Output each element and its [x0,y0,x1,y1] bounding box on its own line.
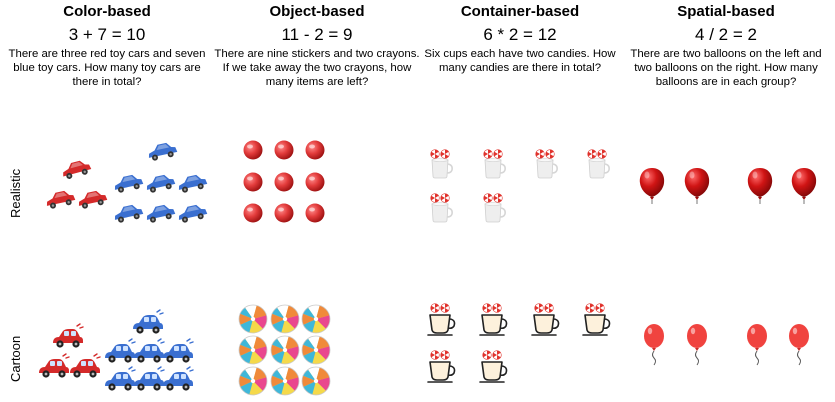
column-question: There are two balloons on the left and t… [630,48,822,88]
cup-icon [431,150,452,178]
toy-car-icon [146,141,179,162]
cup-icon [588,150,609,178]
column-title: Color-based [63,3,151,20]
balloon-icon [684,167,710,205]
column-equation: 3 + 7 = 10 [68,25,146,44]
column-equation: 11 - 2 = 9 [281,25,353,44]
sticker-icon [305,172,325,192]
toy-car-icon [52,323,84,349]
beach-ball-icon [231,297,275,341]
sticker-icon [274,140,294,160]
toy-car-icon [104,366,136,392]
column-title: Spatial-based [677,3,775,20]
column-equation: 4 / 2 = 2 [695,25,757,44]
toy-car-icon [104,338,136,364]
toy-car-icon [44,189,77,210]
beach-ball-icon [294,328,338,372]
beach-ball-icon [231,328,275,372]
cup-icon [480,304,507,335]
cup-icon [428,304,455,335]
balloon-icon [791,167,817,205]
toy-car-icon [112,173,145,194]
toy-car-icon [176,173,209,194]
sticker-icon [305,203,325,223]
balloon-icon [643,323,665,366]
toy-car-icon [133,366,165,392]
toy-car-icon [162,338,194,364]
beach-ball-icon [263,359,307,402]
beach-ball-icon [263,297,307,341]
column-spatial-based: Spatial-based 4 / 2 = 2 There are two ba… [624,2,828,89]
toy-car-icon [112,203,145,224]
cup-icon [583,304,610,335]
toy-car-icon [133,338,165,364]
column-container-based: Container-based 6 * 2 = 12 Six cups each… [422,2,618,75]
toy-car-icon [176,203,209,224]
toy-car-icon [144,173,177,194]
balloon-icon [639,167,665,205]
balloon-icon [788,323,810,366]
toy-car-icon [60,158,93,181]
cup-icon [532,304,559,335]
toy-car-icon [76,189,109,210]
column-object-based: Object-based 11 - 2 = 9 There are nine s… [214,2,420,89]
column-question: Six cups each have two candies. How many… [424,48,616,74]
sticker-icon [243,172,263,192]
toy-car-icon [162,366,194,392]
sticker-icon [274,172,294,192]
sticker-icon [305,140,325,160]
beach-ball-icon [294,359,338,402]
column-equation: 6 * 2 = 12 [483,25,557,44]
beach-ball-icon [231,359,275,402]
cup-icon [536,150,557,178]
balloon-icon [747,167,773,205]
balloon-icon [686,323,708,366]
toy-car-icon [132,309,164,335]
column-title: Container-based [460,3,580,20]
column-title: Object-based [269,3,365,20]
column-question: There are nine stickers and two crayons.… [214,48,420,88]
sticker-icon [243,203,263,223]
beach-ball-icon [263,328,307,372]
toy-car-icon [38,353,70,379]
cup-icon [484,194,505,222]
cup-icon [431,194,452,222]
balloon-icon [746,323,768,366]
sticker-icon [274,203,294,223]
toy-car-icon [144,203,177,224]
cup-icon [480,351,507,382]
cup-icon [484,150,505,178]
beach-ball-icon [294,297,338,341]
sticker-icon [243,140,263,160]
toy-car-icon [69,353,101,379]
column-color-based: Color-based 3 + 7 = 10 There are three r… [8,2,206,89]
column-question: There are three red toy cars and seven b… [8,48,206,88]
cup-icon [428,351,455,382]
